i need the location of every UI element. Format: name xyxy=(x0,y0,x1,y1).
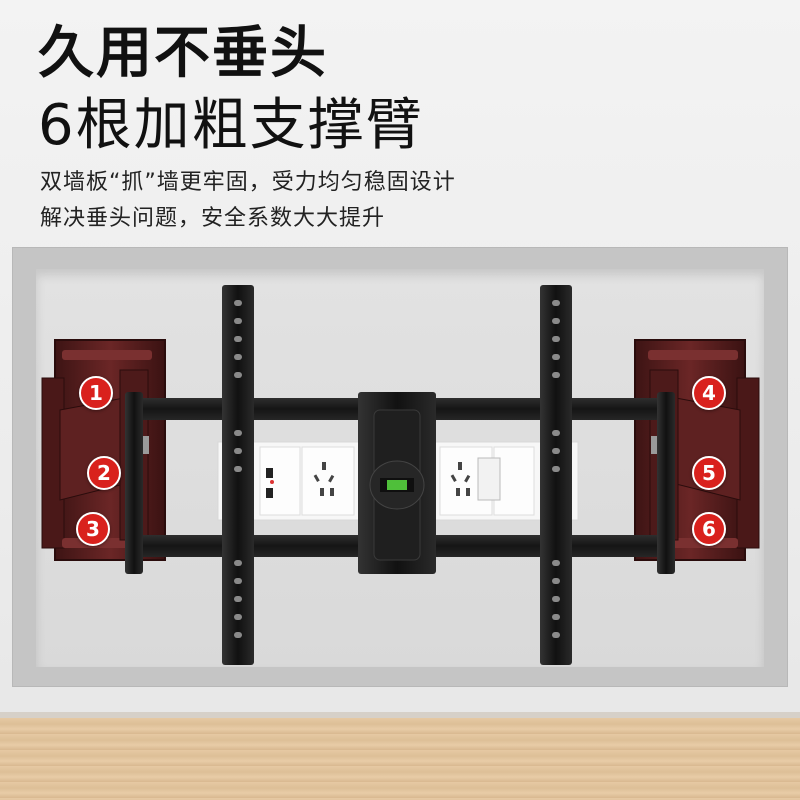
arm-badge-1: 1 xyxy=(79,376,113,410)
subtitle-line2: 解决垂头问题，安全系数大大提升 xyxy=(40,206,386,231)
center-plate xyxy=(358,392,436,574)
bubble-level-icon xyxy=(369,460,425,510)
wood-floor xyxy=(0,718,800,800)
arm-badge-2: 2 xyxy=(87,456,121,490)
arm-badge-6: 6 xyxy=(692,512,726,546)
right-vertical-rail xyxy=(540,285,572,665)
wall-socket-icon xyxy=(301,446,355,516)
subtitle-line1: 双墙板“抓”墙更牢固，受力均匀稳固设计 xyxy=(40,170,456,195)
left-vertical-rail xyxy=(222,285,254,665)
switch-icon xyxy=(493,446,535,516)
arm-badge-5: 5 xyxy=(692,456,726,490)
arm-badge-3: 3 xyxy=(76,512,110,546)
headline-line2: 6根加粗支撑臂 xyxy=(38,93,424,158)
skirting xyxy=(0,712,800,720)
arm-badge-4: 4 xyxy=(692,376,726,410)
headline-line1: 久用不垂头 xyxy=(38,21,328,86)
usb-port-icon xyxy=(259,446,301,516)
